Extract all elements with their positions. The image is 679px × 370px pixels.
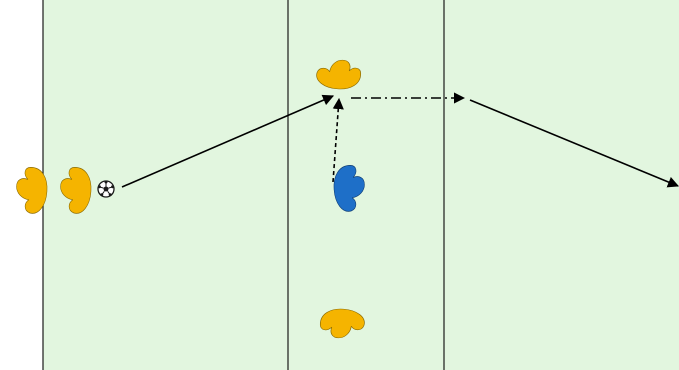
player-icon [15, 166, 48, 214]
soccer-ball-icon [97, 180, 115, 198]
pass-arrow-to-top-player [121, 94, 335, 188]
pass-arrow-to-right-edge [469, 99, 679, 188]
